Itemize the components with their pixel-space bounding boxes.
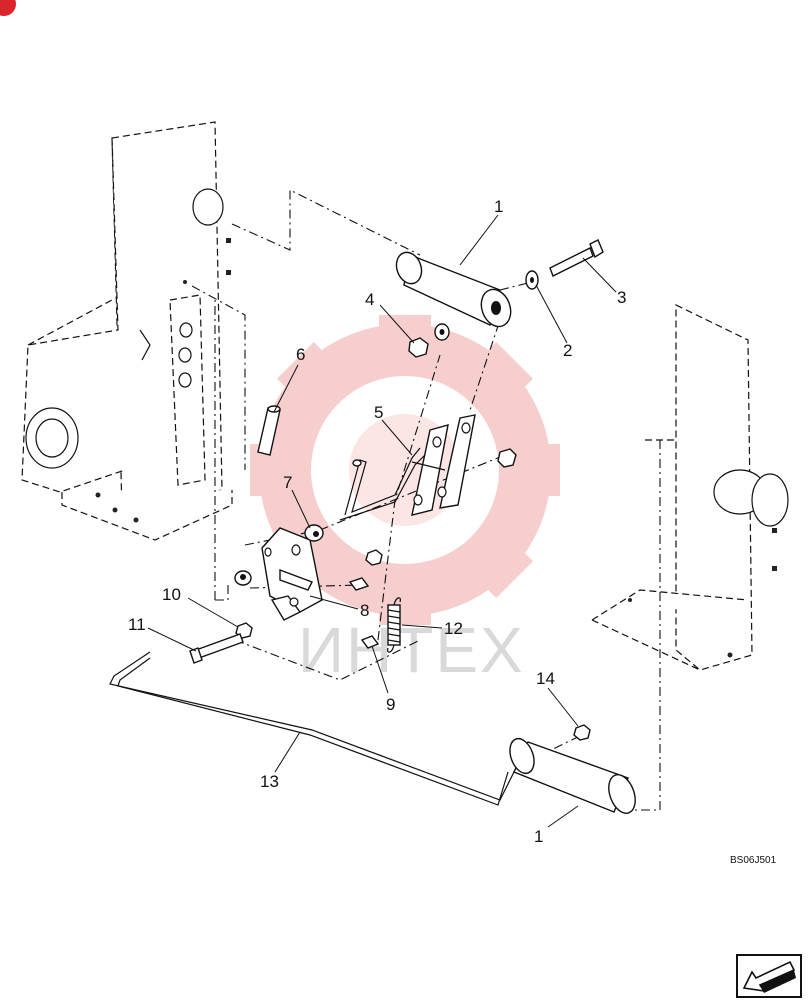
callout-2: 2 — [563, 341, 572, 360]
callout-10: 10 — [162, 585, 181, 604]
part-1-roller-upper — [395, 251, 512, 328]
callout-1-upper: 1 — [494, 197, 503, 216]
watermark-text: ИНТЕХ — [298, 614, 525, 686]
part-5-lever-bracket — [339, 414, 476, 521]
callout-3: 3 — [617, 288, 626, 307]
callout-5: 5 — [374, 403, 383, 422]
part-6-pin — [257, 405, 281, 456]
callout-13: 13 — [260, 772, 279, 791]
part-1-roller-lower — [509, 737, 636, 814]
hex-nut-right — [497, 448, 517, 468]
corner-logo-mark — [0, 0, 16, 16]
part-13-rod — [109, 651, 516, 806]
part-3-bolt — [549, 239, 604, 277]
navigate-arrow-icon[interactable] — [736, 954, 802, 998]
callout-12: 12 — [444, 619, 463, 638]
leader-lines — [147, 214, 617, 828]
part-9-bolt — [360, 635, 380, 649]
callout-11: 11 — [128, 615, 146, 634]
small-roller-left — [234, 570, 252, 586]
callout-6: 6 — [296, 345, 305, 364]
part-2-washer — [525, 270, 539, 290]
part-7-roller — [304, 524, 324, 542]
callout-4: 4 — [365, 290, 374, 309]
part-14-nut — [573, 724, 591, 741]
callout-14: 14 — [536, 669, 555, 688]
left-frame-structure — [21, 121, 233, 541]
part-12-spring — [387, 597, 401, 653]
drawing-code: BS06J501 — [730, 855, 777, 866]
part-8-latch-plate — [261, 527, 323, 621]
callout-8: 8 — [360, 601, 369, 620]
part-11-bolt — [189, 633, 244, 664]
callout-7: 7 — [283, 473, 292, 492]
right-frame-structure — [591, 304, 789, 671]
callout-1-lower: 1 — [534, 827, 543, 846]
callout-9: 9 — [386, 695, 395, 714]
hex-nut-center — [348, 549, 383, 591]
